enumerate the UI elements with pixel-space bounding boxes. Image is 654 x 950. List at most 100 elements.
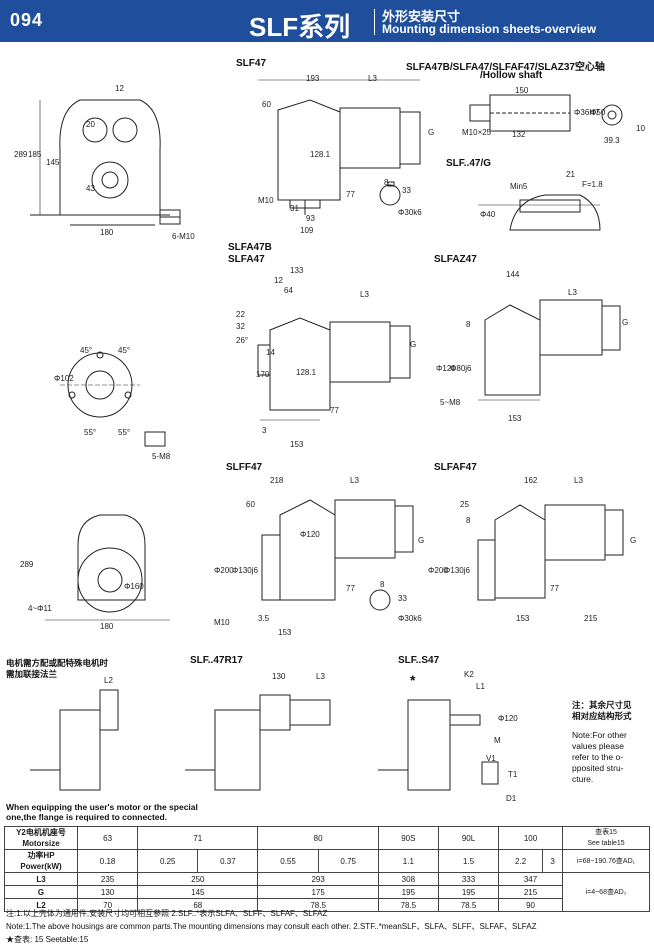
l3-cell: 250 <box>137 872 259 886</box>
dim-109: 109 <box>300 226 314 235</box>
other-note-cn-1: 注：其余尺寸见 <box>572 700 632 710</box>
dim-22: 22 <box>236 310 245 319</box>
label-hollow-shaft-en: /Hollow shaft <box>480 70 543 81</box>
dim-77-slfa: 77 <box>330 406 339 415</box>
ratio-cell-1: i=68~190.76查AD₁ <box>562 849 650 873</box>
dim-8-slfaz: 8 <box>466 320 471 329</box>
row-label-g: G <box>4 885 78 899</box>
dim-phi200: Φ200 <box>214 566 234 575</box>
dim-t1: T1 <box>508 770 518 779</box>
m8-bolt-detail <box>144 431 166 447</box>
slfaz47-drawing <box>478 299 621 401</box>
slf-s47-drawing <box>378 699 499 791</box>
dim-153: 153 <box>290 440 304 449</box>
other-note-cn-2: 相对应结构形式 <box>572 711 632 721</box>
slf47-side-drawing <box>258 79 421 215</box>
ratio-cell-2: i=4~68查AD₂ <box>562 872 650 912</box>
l3-cell: 308 <box>377 872 439 886</box>
dim-phi80: Φ80j6 <box>450 364 472 373</box>
power-cell: 0.75 <box>317 849 379 873</box>
dim-l2: L2 <box>104 676 113 685</box>
dim-5-m8: 5-M8 <box>152 452 171 461</box>
series-title: SLF系列 <box>249 12 351 42</box>
label-slf-r17: SLF..47R17 <box>190 655 243 666</box>
dim-g-slfaf47: G <box>630 536 637 545</box>
dim-26deg: 26° <box>236 336 249 345</box>
table-row: L3 235 250 293 308 333 347 i=4~68查AD₂ <box>4 872 650 912</box>
dim-8: 8 <box>384 178 389 187</box>
dim-185: 185 <box>28 150 42 159</box>
dim-phi160: Φ160 <box>124 582 144 591</box>
dim-25: 25 <box>460 500 469 509</box>
dim-144: 144 <box>506 270 520 279</box>
row-label-l2: L2 <box>4 898 78 912</box>
power-cell: 1.1 <box>377 849 439 873</box>
dim-128-slfa: 128.1 <box>296 368 317 377</box>
dim-g-slf47: G <box>428 128 435 137</box>
dim-phi200-slfaf: Φ200 <box>428 566 448 575</box>
dim-33: 33 <box>402 186 411 195</box>
dim-193: 193 <box>306 74 320 83</box>
dim-132: 132 <box>512 130 526 139</box>
dim-phi130j6: Φ130j6 <box>232 566 258 575</box>
dim-l3-r17: L3 <box>316 672 325 681</box>
dim-55-left: 55° <box>84 428 97 437</box>
l3-cell: 333 <box>437 872 500 886</box>
size-cell: 71 <box>137 826 259 850</box>
power-cell: 1.5 <box>437 849 500 873</box>
dim-v1: V1 <box>486 754 496 763</box>
g-cell: 215 <box>498 885 563 899</box>
power-cell: 0.25 <box>137 849 199 873</box>
dim-21: 21 <box>566 170 575 179</box>
dim-55-right: 55° <box>118 428 131 437</box>
slf-g-drawing <box>478 194 601 231</box>
dim-43: 43 <box>86 184 95 193</box>
g-cell: 195 <box>437 885 500 899</box>
power-cell: 0.37 <box>197 849 259 873</box>
dim-phi30: Φ30k6 <box>398 208 422 217</box>
power-cell: 3 <box>542 849 563 873</box>
table-row: G 130 145 175 195 195 215 <box>4 885 650 899</box>
slfa47-drawing <box>257 317 411 421</box>
power-cell: 0.55 <box>257 849 319 873</box>
header-subtitle-en: Mounting dimension sheets-overview <box>382 22 597 36</box>
dim-l3-slfa47: L3 <box>360 290 369 299</box>
label-slfa47b: SLFA47B <box>228 242 272 253</box>
dim-77-slff: 77 <box>346 584 355 593</box>
m10-bolt-detail <box>159 209 181 225</box>
dim-64: 64 <box>284 286 293 295</box>
footer-note-cn: 注:1.以上壳体为通用件,安装尺寸均可相互参照 2.SLF..*表示SLFA、S… <box>6 909 328 918</box>
front-view-drawing <box>30 99 170 226</box>
label-slf-s47: SLF..S47 <box>398 655 440 666</box>
dim-l3-slff47: L3 <box>350 476 359 485</box>
size-cell: 63 <box>76 826 139 850</box>
dim-93: 93 <box>306 214 315 223</box>
shaft-section-detail <box>379 181 401 206</box>
dim-10: 10 <box>636 124 645 133</box>
dim-m10x25: M10×25 <box>462 128 492 137</box>
label-slf-g: SLF..47/G <box>446 158 492 169</box>
g-cell: 145 <box>137 885 259 899</box>
slf-r17-drawing <box>185 694 331 791</box>
flange-circle-drawing <box>60 351 140 418</box>
header-divider <box>374 9 375 35</box>
dim-g-slfaz47: G <box>622 318 629 327</box>
l2-cell: 90 <box>498 898 563 912</box>
label-slfaz47: SLFAZ47 <box>434 254 477 265</box>
dim-d1: D1 <box>506 794 517 803</box>
g-cell: 175 <box>257 885 379 899</box>
dim-phi130j6-slfaf: Φ130j6 <box>444 566 470 575</box>
dim-39-3: 39.3 <box>604 136 620 145</box>
dim-phi120-s47: Φ120 <box>498 714 518 723</box>
footer-see-table: ★查表: 15 Seetable:15 <box>6 935 89 944</box>
other-note-en-5: cture. <box>572 774 594 784</box>
l3-cell: 235 <box>76 872 139 886</box>
dim-145: 145 <box>46 158 60 167</box>
dim-4-phi11: 4~Φ11 <box>28 604 52 613</box>
dim-12-slfa: 12 <box>274 276 283 285</box>
dim-l3-slfaz47: L3 <box>568 288 577 297</box>
dim-289-slff: 289 <box>20 560 34 569</box>
label-slfa47: SLFA47 <box>228 254 265 265</box>
